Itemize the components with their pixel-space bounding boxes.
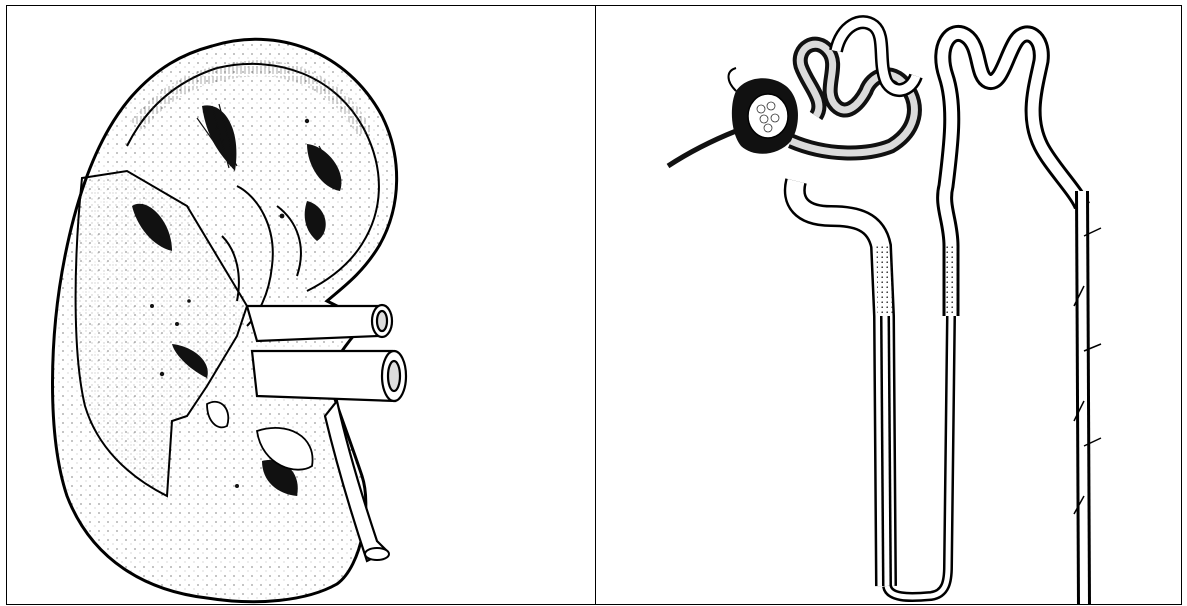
figure-table (6, 5, 1182, 605)
nephron-illustration (596, 6, 1181, 604)
nephron-panel (596, 6, 1181, 604)
renal-vessels (247, 305, 406, 401)
proximal-convoluted-tubule (791, 44, 914, 153)
kidney-section-illustration (7, 6, 596, 604)
kidney-section-panel (7, 6, 596, 604)
bowmans-capsule (729, 68, 798, 154)
